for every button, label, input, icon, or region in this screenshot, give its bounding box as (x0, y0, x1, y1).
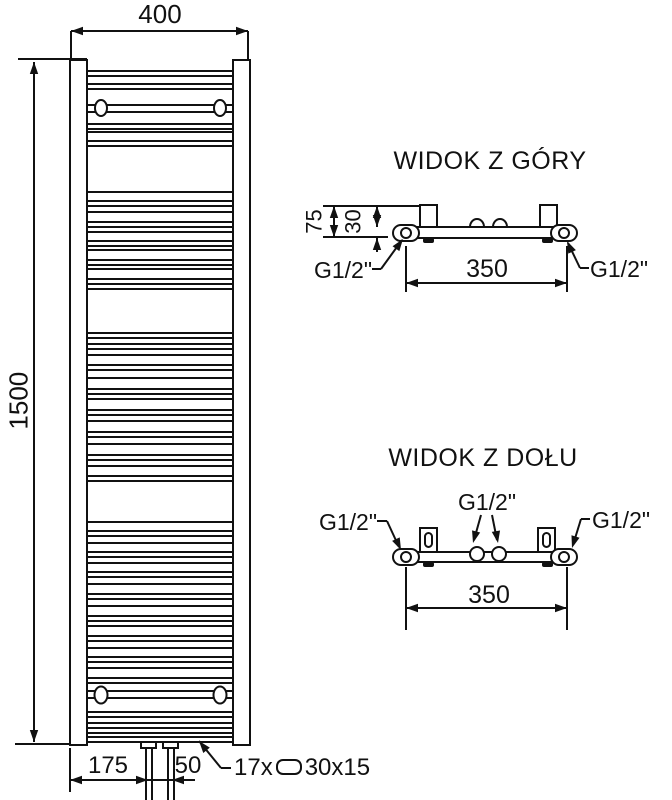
pipe-cap-right (162, 741, 179, 749)
dim-span-bottom-label: 350 (468, 581, 510, 609)
tube (86, 259, 234, 266)
tube (86, 221, 234, 228)
slot-spec-suffix: 30x15 (304, 754, 371, 781)
wall-bracket (539, 204, 558, 229)
thread-label-top-left: G1/2" (313, 257, 372, 283)
dim-span-top-label: 350 (466, 255, 508, 283)
towel-bar-top (86, 104, 234, 113)
dim-height-label: 1500 (3, 371, 34, 430)
dim-175-arrow-right (136, 775, 148, 785)
dim-total-depth-label: 75 (301, 209, 327, 234)
tube (86, 70, 234, 77)
tube (86, 454, 234, 461)
tube (86, 571, 234, 578)
dim-width-label: 400 (138, 0, 182, 29)
tube (86, 83, 234, 90)
thread-label-bottom-right: G1/2" (592, 507, 651, 533)
slot-spec-prefix: 17x (234, 754, 273, 781)
tube (86, 711, 234, 718)
dim-350-arrow-left (406, 603, 418, 613)
right-rail (232, 59, 251, 746)
dim-left-offset-label: 175 (87, 752, 129, 779)
tube (86, 727, 234, 734)
left-rail (69, 59, 88, 746)
dim-50-arrow-right (172, 775, 184, 785)
towel-bar-top-knob-left (94, 99, 108, 117)
wall-bracket (419, 204, 438, 229)
tube (86, 240, 234, 247)
tube (86, 593, 234, 600)
tube (86, 123, 234, 130)
thread-port (400, 551, 412, 563)
tube (86, 635, 234, 642)
tube (86, 530, 234, 537)
dim-pipe-spacing-label: 50 (174, 752, 202, 779)
thread-label-bottom-left: G1/2" (318, 509, 377, 535)
dim-30-arrow-bottom (372, 215, 382, 227)
slot-leader-arrow (199, 741, 210, 753)
towel-bar-bottom (86, 690, 234, 699)
foot (542, 238, 553, 243)
tube (86, 343, 234, 350)
thread-label-bottom-center: G1/2" (457, 489, 517, 515)
center-connection (469, 546, 485, 562)
top-collector (407, 226, 558, 239)
thread-port (558, 227, 570, 239)
dim-350-arrow-right (555, 278, 567, 288)
thread-leader-arrow (491, 530, 501, 543)
slot-spec-label: 17x 30x15 (234, 755, 370, 780)
bracket-slot (424, 532, 433, 548)
thread-leader-arrow (571, 535, 580, 548)
dim-pipe-depth-label: 30 (340, 209, 366, 234)
tube (86, 615, 234, 622)
vent-bump (468, 218, 486, 228)
thread-port (558, 551, 570, 563)
foot (423, 238, 434, 243)
towel-bar-bottom-knob-left (93, 685, 109, 705)
tube (86, 364, 234, 371)
tube (86, 332, 234, 339)
vent-bump (491, 218, 509, 228)
tube (86, 475, 234, 482)
tube (86, 551, 234, 558)
tube (86, 200, 234, 207)
thread-leader-arrow (392, 537, 401, 550)
bracket-slot (542, 532, 551, 548)
dim-175-arrow-left (70, 775, 82, 785)
thread-port (400, 227, 412, 239)
top-view-title: WIDOK Z GÓRY (393, 147, 587, 175)
tube (86, 656, 234, 663)
center-connection (491, 546, 507, 562)
thread-leader-arrow (567, 241, 576, 254)
thread-label-top-right: G1/2" (590, 256, 649, 282)
tube (86, 278, 234, 285)
bottom-view-title: WIDOK Z DOŁU (388, 444, 578, 472)
dim-350-arrow-left (406, 278, 418, 288)
foot (542, 562, 553, 567)
dim-1500-arrow-bottom (29, 730, 39, 742)
pipe-cap-left (140, 741, 157, 749)
dim-1500-arrow-top (29, 62, 39, 74)
thread-leader-arrow (472, 530, 481, 543)
dim-400-arrow-right (236, 26, 248, 36)
dim-350-arrow-right (555, 603, 567, 613)
tube (86, 388, 234, 395)
thread-leader-arrow (392, 239, 403, 252)
tube (86, 736, 234, 743)
dim-75-arrow-bottom (329, 225, 339, 237)
tube (86, 431, 234, 438)
towel-bar-top-knob-right (213, 99, 227, 117)
dim-75-arrow-top (329, 206, 339, 218)
tube (86, 140, 234, 147)
tube (86, 409, 234, 416)
tube (86, 677, 234, 684)
towel-bar-bottom-knob-right (212, 685, 228, 705)
slot-shape-icon (275, 759, 302, 775)
dim-400-arrow-left (71, 26, 83, 36)
dim-30-tail-arrow (372, 238, 382, 250)
foot (423, 562, 434, 567)
